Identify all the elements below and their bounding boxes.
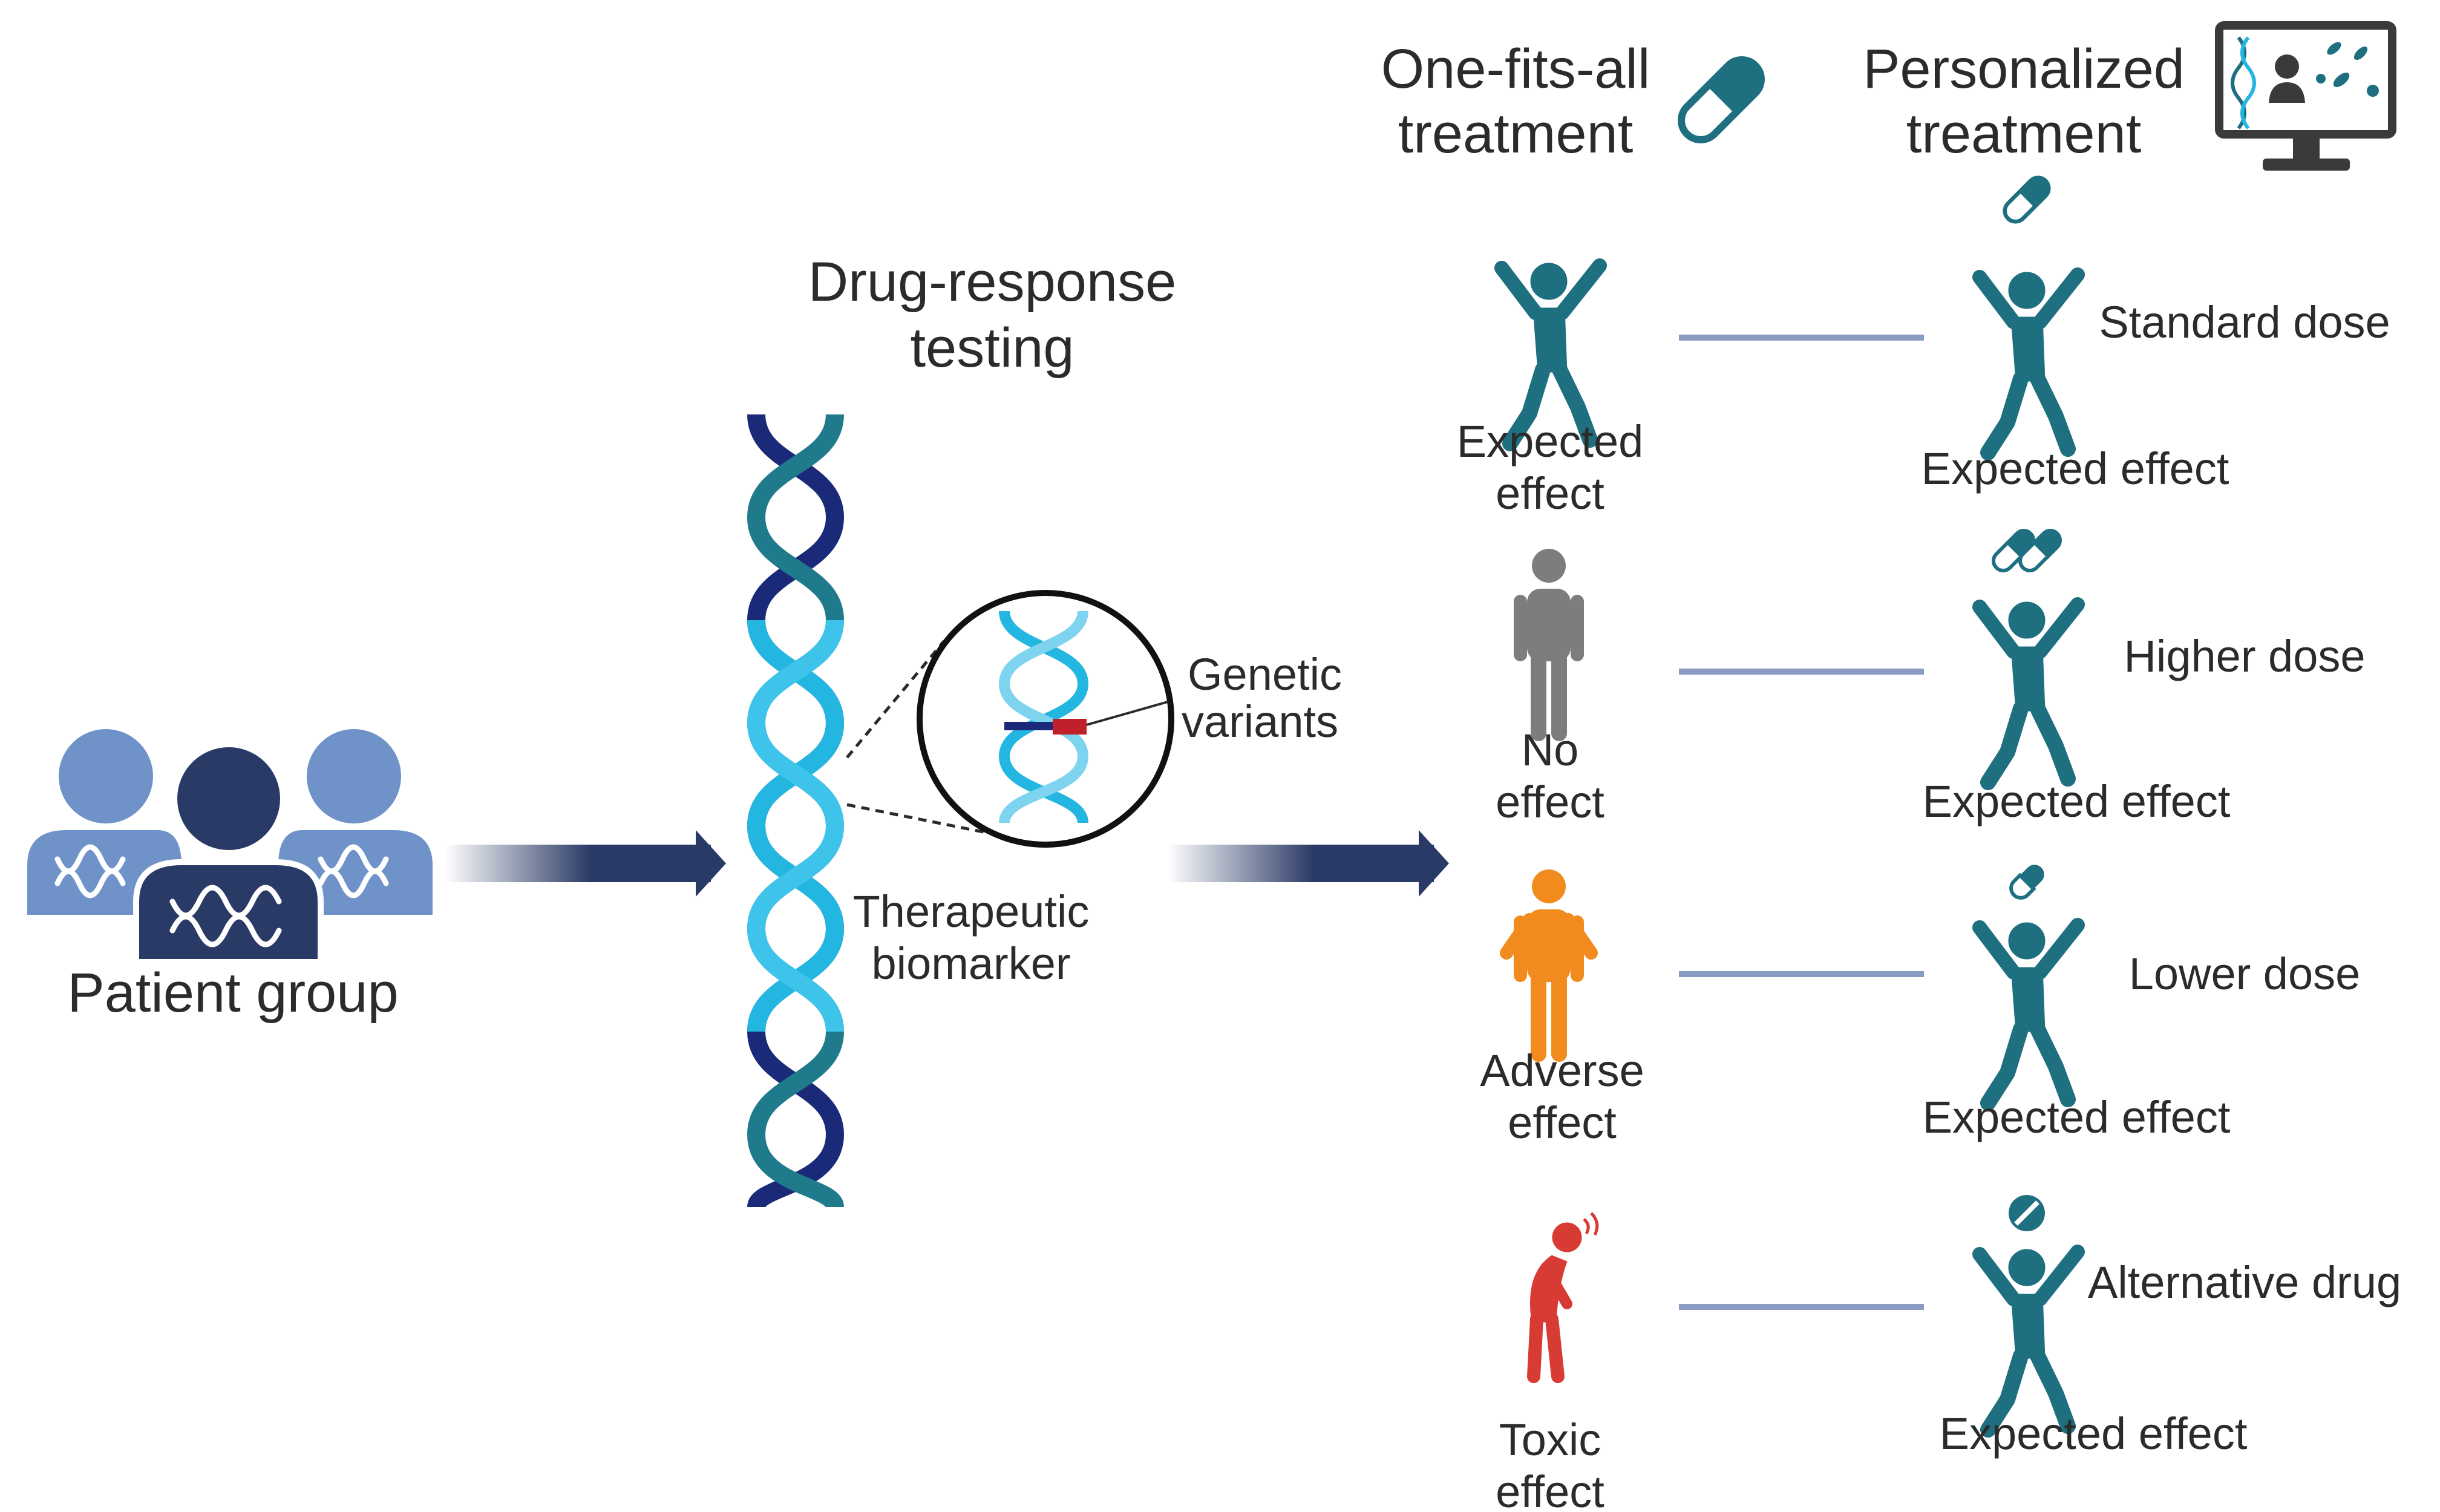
capsule-icon	[1673, 52, 1769, 148]
adverse-effect-person-icon	[1514, 869, 1584, 1062]
testing-title-line2: testing	[910, 317, 1074, 379]
therapeutic-biomarker-line1: Therapeutic	[853, 886, 1090, 937]
outcome-label-line1: Expected	[1457, 416, 1644, 466]
adverse-effect-arms	[1500, 913, 1598, 960]
no-effect-person-icon	[1514, 549, 1584, 741]
personalized-line1: Personalized	[1863, 38, 2185, 100]
outcome-label-line1: Toxic	[1499, 1415, 1601, 1465]
toxic-effect-person-icon	[1527, 1212, 1599, 1383]
testing-title-line1: Drug-response	[808, 251, 1177, 313]
dose-label: Standard dose	[2099, 297, 2390, 347]
result-label: Expected effect	[1940, 1409, 2248, 1459]
zoom-line-bottom	[846, 803, 993, 836]
variant-pointer	[1086, 701, 1168, 726]
result-label: Expected effect	[1923, 1092, 2231, 1142]
expected-effect-person-icon	[1980, 1249, 2078, 1430]
genetic-variants-line2: variants	[1182, 696, 1338, 747]
outcome-label-line2: effect	[1496, 777, 1604, 827]
expected-effect-person-icon	[1980, 602, 2078, 782]
expected-effect-person-icon	[1980, 923, 2078, 1103]
dna-helix	[747, 413, 845, 1209]
expected-effect-person-icon	[1980, 272, 2078, 453]
outcome-label-line2: effect	[1496, 1467, 1604, 1512]
standard-dose-capsule-icon	[2000, 173, 2053, 226]
dose-label: Higher dose	[2124, 631, 2365, 681]
arrow-to-testing	[445, 830, 726, 897]
genetic-variants-line1: Genetic	[1188, 649, 1342, 699]
outcome-label-line2: effect	[1508, 1098, 1617, 1148]
zoom-line-top	[846, 640, 945, 759]
personalized-line2: treatment	[1906, 103, 2142, 165]
lower-dose-half-capsule-icon	[2009, 865, 2044, 900]
result-label: Expected effect	[1923, 776, 2231, 826]
result-label: Expected effect	[1922, 443, 2229, 494]
outcome-label-line1: No	[1522, 725, 1579, 775]
therapeutic-biomarker-line2: biomarker	[872, 938, 1071, 989]
outcome-label-line1: Adverse	[1480, 1046, 1644, 1096]
outcome-label-line2: effect	[1496, 468, 1604, 519]
one-fits-all-line2: treatment	[1398, 103, 1634, 165]
one-fits-all-line1: One-fits-all	[1381, 38, 1650, 100]
genetic-variant-zoom-circle	[917, 590, 1174, 848]
alternative-drug-tablet-icon	[2009, 1195, 2045, 1231]
variant-marker	[1053, 719, 1087, 735]
monitor-icon	[2215, 21, 2396, 171]
arrow-to-outcomes	[1168, 830, 1449, 897]
patient-group-label: Patient group	[67, 962, 398, 1024]
dose-label: Alternative drug	[2088, 1257, 2401, 1307]
dose-label: Lower dose	[2129, 949, 2361, 999]
patient-group-icon	[27, 729, 433, 965]
